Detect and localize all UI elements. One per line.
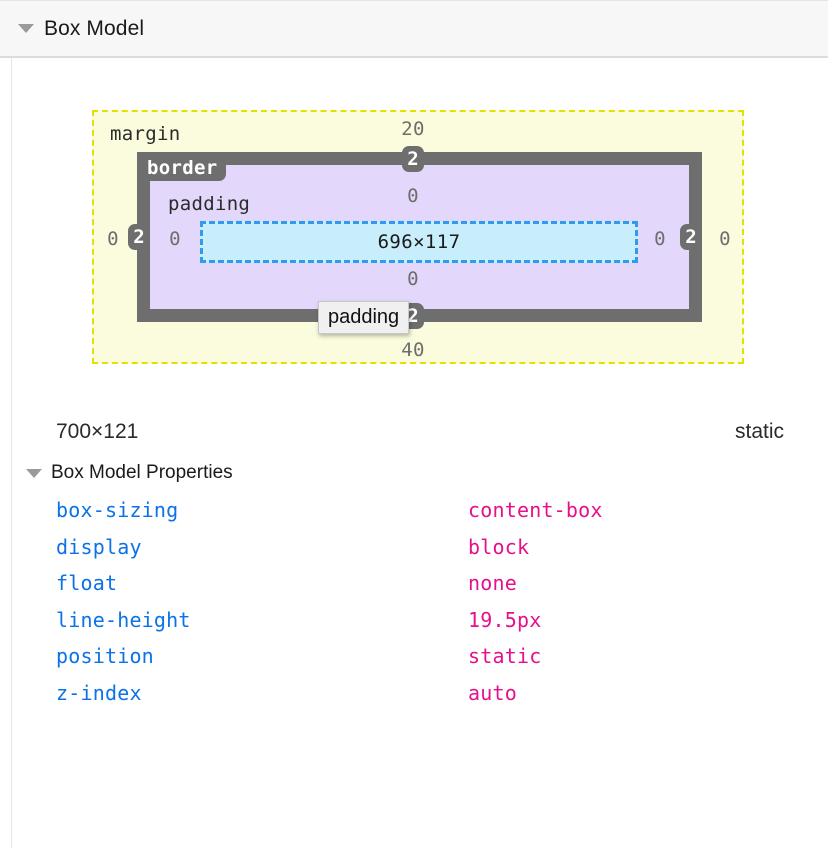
property-name[interactable]: float [56,571,118,595]
property-value[interactable]: none [468,571,517,595]
margin-right-value[interactable]: 0 [719,228,731,250]
border-top-value[interactable]: 2 [402,146,424,172]
box-model-summary: 700×121 static [0,420,828,456]
chevron-down-icon[interactable] [26,468,42,478]
margin-region-label: margin [110,123,181,145]
property-name[interactable]: position [56,644,154,668]
property-name[interactable]: box-sizing [56,498,179,522]
box-model-panel-header[interactable]: Box Model [0,0,828,58]
element-size-label: 700×121 [56,420,139,443]
margin-left-value[interactable]: 0 [107,228,119,250]
chevron-down-icon[interactable] [18,24,34,33]
border-right-value[interactable]: 2 [680,224,702,250]
box-model-properties-list: box-sizing content-box display block flo… [0,498,828,717]
region-tooltip: padding [318,301,410,334]
box-model-properties-title: Box Model Properties [51,462,233,483]
table-row[interactable]: display block [0,535,828,572]
table-row[interactable]: z-index auto [0,681,828,718]
table-row[interactable]: box-sizing content-box [0,498,828,535]
margin-bottom-value[interactable]: 40 [401,339,425,361]
border-left-value[interactable]: 2 [128,224,150,250]
box-model-properties-header[interactable]: Box Model Properties [26,462,233,484]
table-row[interactable]: float none [0,571,828,608]
content-region[interactable]: 696×117 [200,221,638,263]
property-name[interactable]: display [56,534,142,559]
table-row[interactable]: position static [0,644,828,681]
property-name[interactable]: z-index [56,680,142,705]
property-value[interactable]: 19.5px [468,607,542,632]
property-value[interactable]: block [468,534,530,559]
page-title: Box Model [44,16,145,40]
padding-left-value[interactable]: 0 [169,228,181,250]
property-value[interactable]: static [468,644,542,668]
property-value[interactable]: content-box [468,498,603,522]
border-region-label: border [145,156,227,181]
padding-top-value[interactable]: 0 [407,185,419,207]
table-row[interactable]: line-height 19.5px [0,608,828,645]
padding-right-value[interactable]: 0 [654,228,666,250]
content-size-label: 696×117 [377,231,461,253]
property-value[interactable]: auto [468,680,517,705]
left-rail [0,58,12,848]
padding-region-label: padding [168,193,251,215]
element-position-label: static [734,420,784,443]
property-name[interactable]: line-height [56,607,191,632]
box-model-diagram[interactable]: margin border padding 696×117 20 2 0 0 2… [0,58,828,388]
padding-bottom-value[interactable]: 0 [407,268,419,290]
margin-top-value[interactable]: 20 [401,118,425,140]
